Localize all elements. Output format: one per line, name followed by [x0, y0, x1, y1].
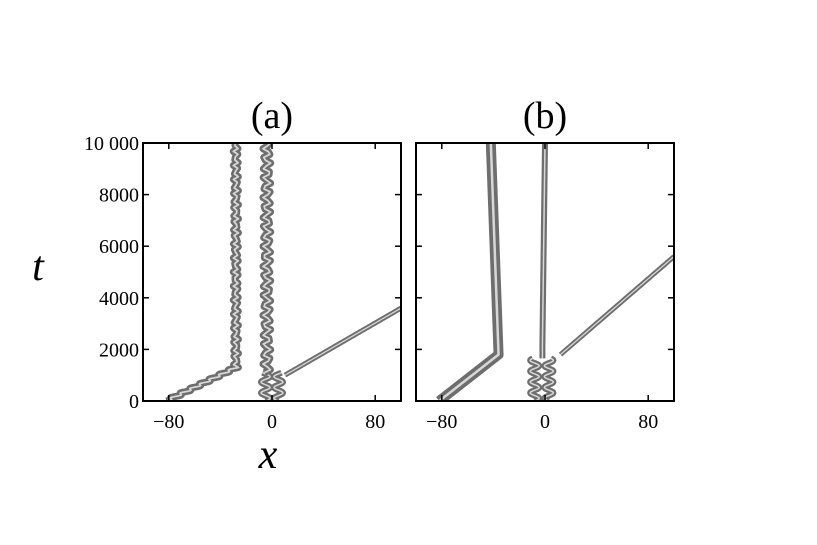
trajectory [558, 254, 674, 357]
trajectory-highlight [529, 357, 540, 401]
trajectory-highlight [262, 143, 272, 374]
panel-a: (a) −80 0 80 0 2000 4000 6000 8000 10 000 [84, 95, 402, 433]
x-tick-label: 80 [638, 411, 658, 433]
panel-b-axes: −80 0 80 [416, 142, 674, 433]
trajectory-highlight [260, 371, 271, 401]
panel-a-axes: −80 0 80 0 2000 4000 6000 8000 10 000 [84, 133, 401, 433]
trajectory-highlight [543, 357, 555, 401]
y-tick-label: 10 000 [84, 133, 139, 155]
trajectory [527, 355, 543, 401]
panel-b-title: (b) [523, 95, 567, 137]
y-tick-label: 4000 [99, 288, 139, 310]
x-tick-label: −80 [153, 411, 184, 433]
trajectory-highlight [166, 143, 240, 401]
trajectory [541, 355, 557, 401]
x-axis-title: x [258, 432, 278, 478]
x-tick-label: 0 [540, 411, 550, 433]
x-tick-label: −80 [426, 411, 457, 433]
trajectory-highlight [541, 143, 546, 359]
panel-a-title: (a) [251, 95, 293, 137]
y-tick-label: 0 [129, 391, 139, 413]
trajectory-highlight [284, 307, 401, 376]
y-tick-label: 2000 [99, 339, 139, 361]
trajectory [539, 143, 548, 362]
trajectory-highlight [560, 256, 674, 356]
panel-a-plot-area [164, 143, 401, 401]
trajectory-highlight [438, 143, 500, 401]
y-axis-title: t [32, 244, 45, 290]
trajectory [434, 143, 504, 401]
trajectory [164, 143, 242, 401]
x-tick-label: 0 [267, 411, 277, 433]
panel-b: (b) −80 0 80 [415, 95, 675, 433]
y-tick-label: 8000 [99, 185, 139, 207]
trajectory [258, 369, 274, 401]
y-tick-label: 6000 [99, 236, 139, 258]
trajectory [270, 369, 286, 401]
trajectory [259, 143, 275, 376]
x-tick-label: 80 [365, 411, 385, 433]
trajectory [283, 305, 401, 378]
trajectory-highlight [273, 371, 284, 401]
panel-b-plot-area [434, 143, 674, 401]
